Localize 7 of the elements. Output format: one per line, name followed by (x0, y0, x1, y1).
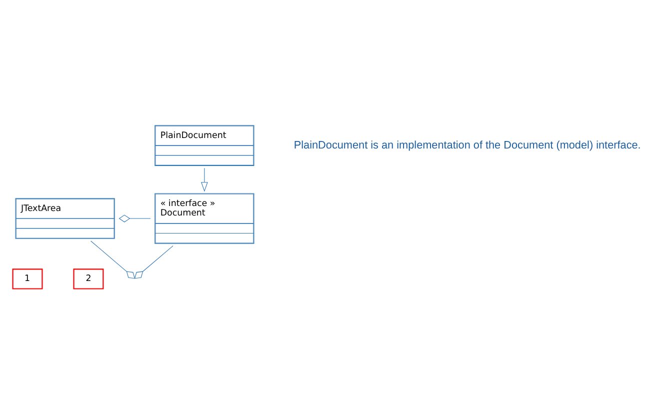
label: PlainDocument is an implementation of the Document (model) interface. (293, 138, 640, 151)
node-box: 2 (72, 268, 104, 289)
connector (134, 245, 173, 278)
connector (90, 240, 135, 278)
node-box: 1 (12, 268, 42, 289)
arrow (200, 167, 208, 192)
connector (118, 214, 150, 222)
